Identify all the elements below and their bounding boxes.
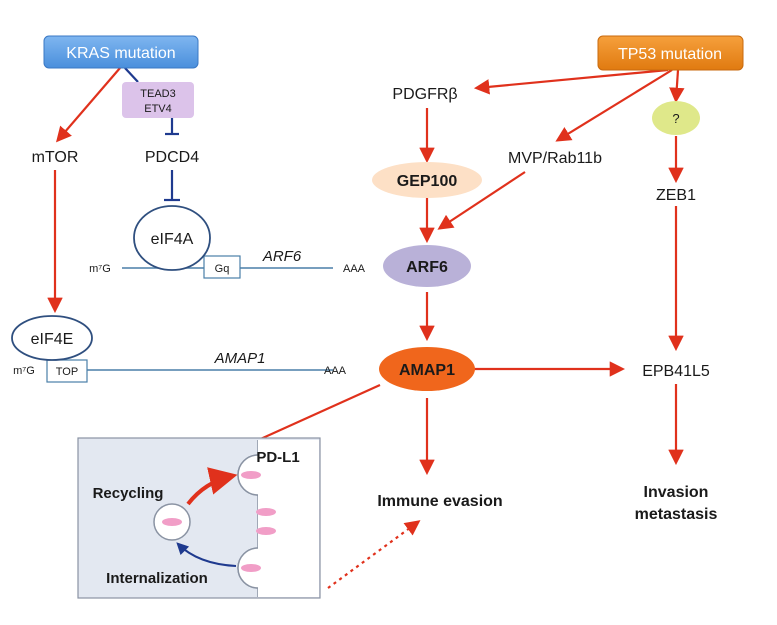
- pdcd4-label: PDCD4: [145, 149, 199, 166]
- recycling-arrow: [186, 467, 238, 506]
- inhibit-kras-tead: [124, 67, 139, 83]
- unknown-factor-label: ?: [672, 111, 679, 126]
- immune-evasion-label: Immune evasion: [377, 493, 502, 510]
- amap1-label: AMAP1: [399, 362, 455, 379]
- arf6-mrna-label: ARF6: [262, 248, 302, 265]
- pdl1-molecule: [241, 471, 261, 479]
- internalization-arrow: [176, 542, 237, 567]
- arf6-mrna-cap: m⁷G: [89, 263, 111, 275]
- eif4e-node: [11, 315, 93, 361]
- epb41l5-label: EPB41L5: [642, 363, 710, 380]
- pdl1-molecule: [241, 564, 261, 572]
- arrow-tp53-question: [669, 69, 685, 104]
- pdl1-molecule: [256, 508, 276, 516]
- arrow-kras-mtor: [55, 67, 121, 143]
- arrow-inset-immune: [327, 520, 421, 589]
- etv4-label: ETV4: [144, 103, 172, 115]
- membrane-fill-right: [238, 440, 319, 597]
- top-label: TOP: [56, 366, 78, 378]
- unknown-factor-node: [652, 101, 700, 135]
- eif4a-label: eIF4A: [151, 231, 194, 248]
- zeb1-label: ZEB1: [656, 187, 696, 204]
- gq-element-box: [203, 255, 241, 279]
- amap1-mrna-label: AMAP1: [214, 350, 266, 367]
- eif4a-node: [133, 205, 211, 271]
- gep100-label: GEP100: [397, 173, 458, 190]
- tead3-label: TEAD3: [140, 88, 175, 100]
- arf6-mrna-polya: AAA: [343, 263, 366, 275]
- kras-mutation-box: [43, 35, 199, 69]
- mtor-label: mTOR: [32, 149, 79, 166]
- arf6-label: ARF6: [406, 259, 448, 276]
- pdgfrb-label: PDGFRβ: [392, 86, 457, 103]
- pdl1-molecule: [256, 527, 276, 535]
- arrow-mvp-arf6: [437, 171, 526, 230]
- arf6-node: [383, 245, 471, 287]
- amap1-mrna-cap: m⁷G: [13, 365, 35, 377]
- recycling-label: Recycling: [93, 485, 164, 502]
- amap1-mrna-polya: AAA: [324, 365, 347, 377]
- metastasis-label: metastasis: [635, 506, 718, 523]
- eif4e-label: eIF4E: [31, 331, 74, 348]
- gep100-node: [372, 162, 482, 198]
- amap1-node: [379, 347, 475, 391]
- kras-mutation-label: KRAS mutation: [66, 45, 175, 62]
- pdl1-molecule: [162, 518, 182, 526]
- gq-label: Gq: [215, 263, 230, 275]
- pdl1-recycling-inset: PD-L1 Recycling Internalization: [77, 437, 321, 599]
- arrow-tp53-pdgfrb: [473, 68, 669, 95]
- invasion-label: Invasion: [644, 484, 709, 501]
- pdl1-label: PD-L1: [256, 449, 299, 466]
- mvp-rab11b-label: MVP/Rab11b: [508, 150, 602, 167]
- tp53-mutation-label: TP53 mutation: [618, 46, 722, 63]
- tp53-mutation-box: [597, 35, 744, 71]
- internalization-label: Internalization: [106, 570, 208, 587]
- tead3-etv4-box: [122, 82, 194, 118]
- top-element-box: [46, 359, 88, 383]
- arrow-tp53-mvp: [555, 69, 673, 142]
